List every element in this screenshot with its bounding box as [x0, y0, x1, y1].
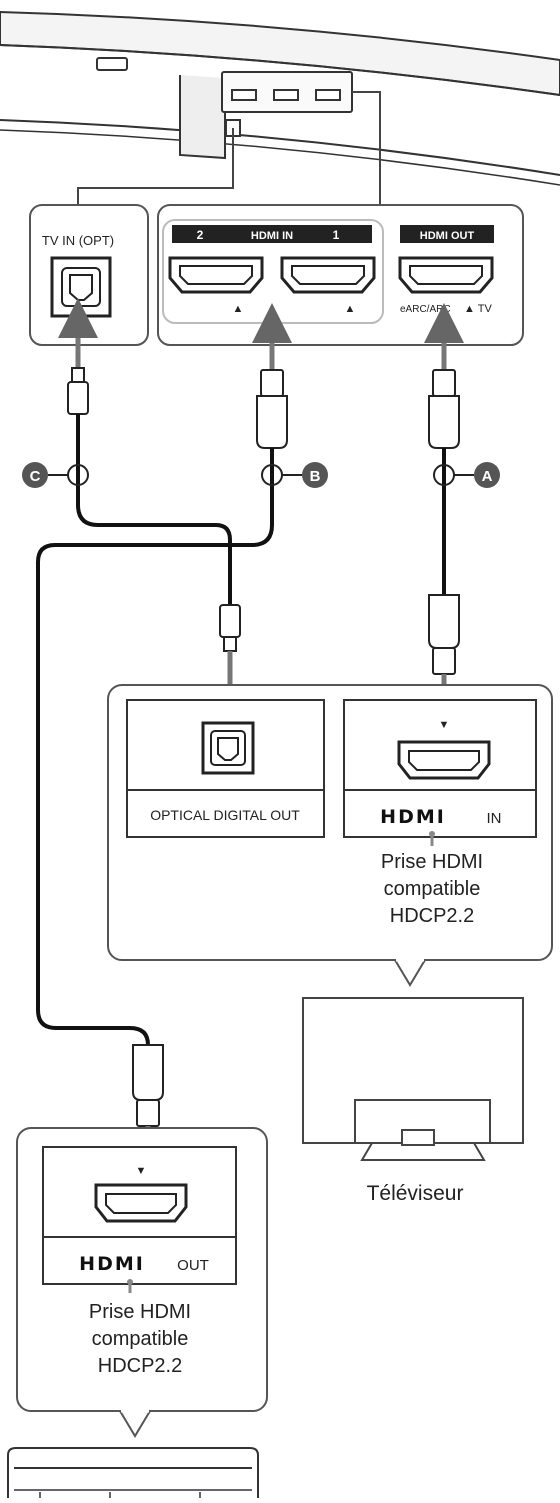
source-caption-line2: compatible [92, 1328, 189, 1350]
cable-b: B [36, 303, 328, 1180]
cable-c-plug-top [67, 381, 89, 415]
hdmi-in-1-triangle: ▲ [345, 303, 356, 315]
source-device-icon [7, 1447, 259, 1498]
tv-panel: OPTICAL DIGITAL OUT ▼ HDMI IN Prise HDMI… [107, 684, 553, 987]
hdmi-out-header-bar [400, 225, 494, 243]
tv-caption-line3: HDCP2.2 [390, 905, 474, 927]
cable-c: C [22, 298, 250, 732]
source-hdmi-out-port [94, 1183, 188, 1223]
cable-b-plug-bottom [132, 1044, 164, 1101]
cable-c-plug-bottom [219, 604, 241, 638]
source-hdmi-logo: HDMI [79, 1253, 145, 1275]
cable-b-badge [302, 462, 328, 488]
hdmi-out-port [398, 256, 494, 294]
leader-line-hdmi [352, 91, 381, 205]
cable-b-letter: B [310, 468, 321, 485]
hdmi-in-header-bar [172, 225, 372, 243]
cable-c-wire [76, 414, 232, 605]
soundbar-slot [96, 57, 128, 71]
cable-b-plug-head-top [260, 369, 284, 397]
optical-digital-out-label: OPTICAL DIGITAL OUT [150, 807, 300, 823]
cable-a-plug-top [428, 395, 460, 449]
hdmi-in-2-port [168, 256, 264, 294]
earc-label: eARC/ARC [400, 304, 451, 315]
svg-text:▼: ▼ [439, 719, 450, 731]
leader-line-optical [77, 128, 234, 205]
tv-name-label: Téléviseur [367, 1182, 464, 1205]
soundbar-port-recess [179, 75, 226, 160]
source-caption-line3: HDCP2.2 [98, 1355, 182, 1377]
tv-caption-line1: Prise HDMI [381, 851, 483, 873]
hdmi-in-label: HDMI IN [251, 230, 293, 242]
hdmi-in-1-port [280, 256, 376, 294]
soundbar-hdmi-box: 2 HDMI IN 1 HDMI OUT ▲ ▲ eARC/ARC ▲ TV [157, 204, 524, 346]
cable-c-badge [22, 462, 48, 488]
cable-b-plug-top [256, 395, 288, 449]
tv-hdmi-logo: HDMI [380, 806, 446, 828]
source-caption-line1: Prise HDMI [89, 1301, 191, 1323]
tv-hdmi-in-label: IN [487, 810, 502, 827]
optical-jack-icon [69, 274, 93, 301]
source-hdmi-out-label: OUT [177, 1257, 209, 1274]
tv-in-opt-label: TV IN (OPT) [42, 233, 114, 248]
hdmi-out-label: HDMI OUT [420, 230, 475, 242]
cable-a-badge [474, 462, 500, 488]
source-panel: ▼ HDMI OUT Prise HDMI compatible HDCP2.2 [16, 1127, 268, 1438]
tv-arrow-label: ▲ TV [464, 303, 492, 315]
soundbar-rear [0, 10, 560, 186]
tv-icon: Téléviseur [302, 997, 524, 1205]
tv-caption-line2: compatible [384, 878, 481, 900]
tv-hdmi-in-port [397, 740, 491, 780]
hdmi-in-2-triangle: ▲ [233, 303, 244, 315]
cable-b-wire [36, 448, 274, 1046]
tv-in-opt-box: TV IN (OPT) [29, 204, 149, 346]
cable-c-letter: C [30, 468, 41, 485]
hdmi-in-num-2: 2 [197, 228, 204, 242]
source-panel-pointer [119, 1410, 151, 1438]
cable-c-plug-tip-top [71, 367, 85, 383]
cable-a-letter: A [482, 468, 493, 485]
svg-text:▼: ▼ [136, 1165, 147, 1177]
tv-panel-pointer [394, 959, 426, 987]
cable-a-plug-head-top [432, 369, 456, 397]
cable-a: A [424, 303, 500, 732]
hdmi-in-num-1: 1 [333, 228, 340, 242]
cable-a-plug-bottom [428, 594, 460, 649]
